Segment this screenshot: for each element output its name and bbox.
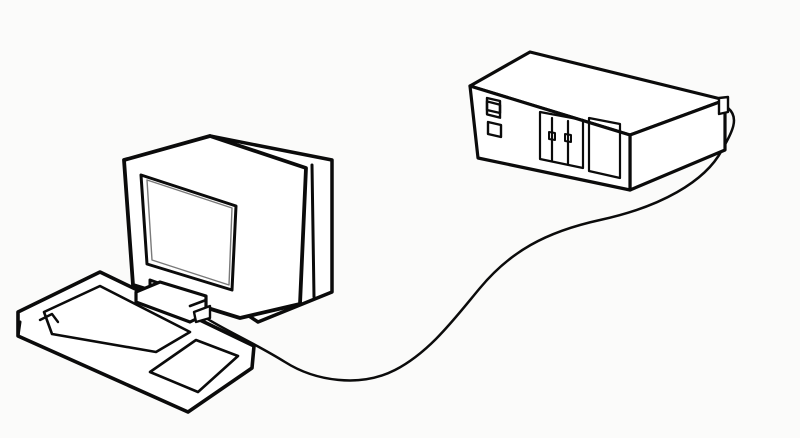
cable-icon	[204, 106, 736, 382]
system-unit-icon	[468, 50, 730, 192]
keyboard-icon	[16, 270, 256, 414]
